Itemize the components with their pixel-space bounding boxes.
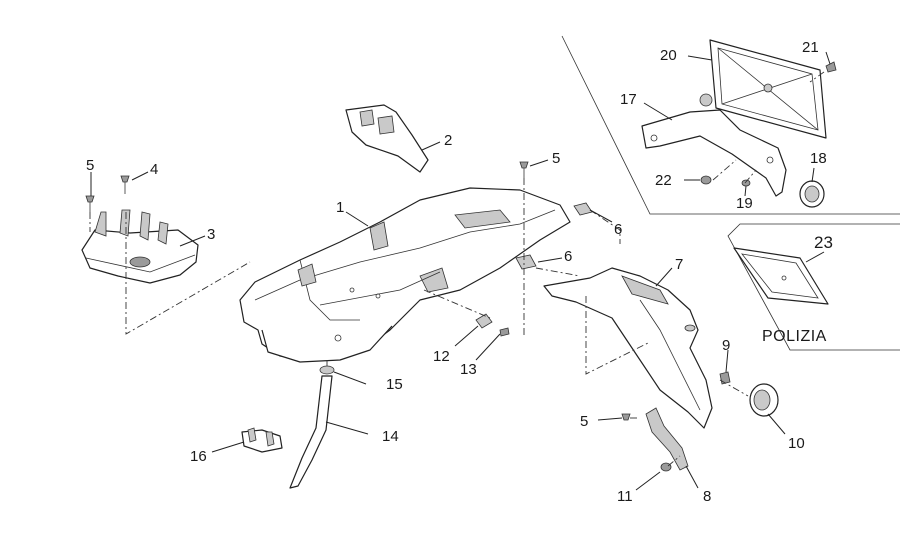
license-plate-inset-frame: [561, 35, 900, 215]
callout-2: 2: [444, 132, 452, 149]
callout-16: 16: [190, 448, 207, 465]
callout-17: 17: [620, 91, 637, 108]
callout-1: 1: [336, 199, 344, 216]
callout-12: 12: [433, 348, 450, 365]
rear-undertray-part: [239, 187, 571, 363]
callout-5-left: 5: [86, 157, 94, 174]
rear-cover-part: [345, 104, 429, 173]
callout-19: 19: [736, 195, 753, 212]
callout-6-lower: 6: [564, 248, 572, 265]
callout-23: 23: [814, 233, 833, 252]
callout-3: 3: [207, 226, 215, 243]
callout-5-lower: 5: [580, 413, 588, 430]
screw-part-13: [499, 327, 510, 337]
electronics-tray-part: [81, 209, 199, 284]
assembly-lines: [89, 71, 825, 467]
plate-holder-bracket-part: [641, 93, 787, 197]
screw-part-21: [825, 61, 837, 73]
police-plate-inset-frame: [727, 223, 900, 351]
bracket-part-12: [475, 313, 493, 329]
reflector-part-10: [749, 383, 779, 417]
screw-part-5-center: [519, 161, 529, 178]
license-plate-part: [709, 39, 827, 139]
callout-15: 15: [386, 376, 403, 393]
clamp-part-16: [241, 427, 283, 453]
callout-11: 11: [617, 488, 633, 505]
police-plate-part: [733, 247, 829, 305]
police-plate-caption: POLIZIA: [762, 328, 827, 345]
drain-hose-part-14: [289, 375, 333, 489]
callout-9: 9: [722, 337, 730, 354]
callout-21: 21: [802, 39, 819, 56]
grommet-part-15: [319, 365, 335, 375]
callout-10: 10: [788, 435, 805, 452]
clip-part-upper: [573, 202, 593, 216]
callout-8: 8: [703, 488, 711, 505]
screw-part-5-lower: [621, 413, 631, 421]
callout-7: 7: [675, 256, 683, 273]
callout-20: 20: [660, 47, 677, 64]
nut-part-19: [741, 179, 751, 187]
rear-mudguard-part: [543, 267, 713, 429]
plate-bracket-part-8: [645, 407, 689, 471]
callout-13: 13: [460, 361, 477, 378]
callout-14: 14: [382, 428, 399, 445]
leader-lines: [90, 51, 831, 491]
callout-labels: 1 2 3 4 5 5 5 6 6 7 8 9 10 11 12 13 14 1…: [86, 39, 833, 505]
reflector-part-18: [799, 180, 825, 208]
screw-part-9: [719, 371, 731, 385]
nut-part-22: [700, 175, 712, 185]
clip-part-lower: [515, 254, 537, 270]
screw-part-4: [120, 175, 130, 194]
callout-5-center: 5: [552, 150, 560, 167]
callout-18: 18: [810, 150, 827, 167]
callout-4: 4: [150, 161, 158, 178]
callout-22: 22: [655, 172, 672, 189]
callout-6-upper: 6: [614, 221, 622, 238]
screw-part-5-left: [85, 195, 95, 212]
